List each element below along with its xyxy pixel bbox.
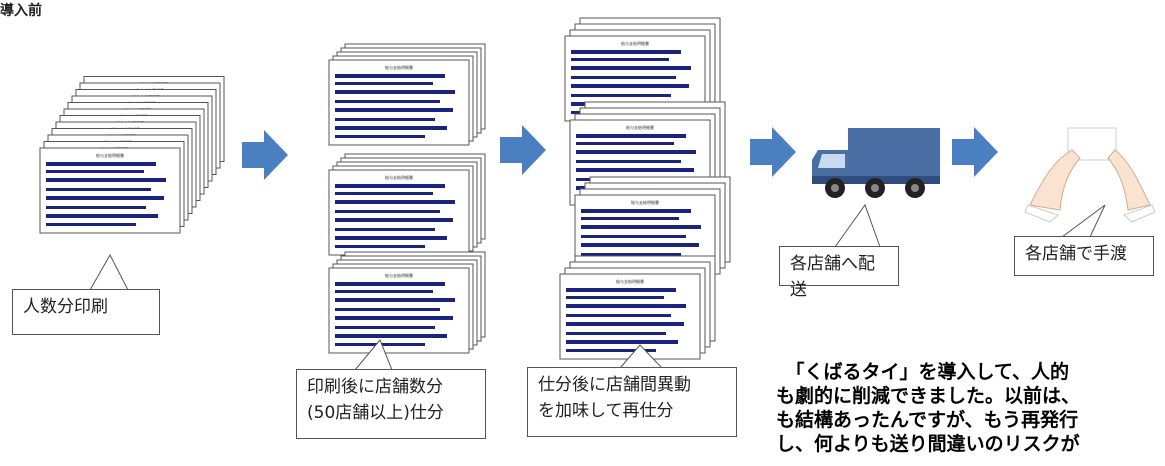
stack-printed-docs [39, 76, 225, 234]
hands-handover-icon [1024, 127, 1156, 223]
callout-handover: 各店舗で手渡 [1014, 236, 1154, 276]
callout-resort-label: 仕分後に店舗間異動 を加味して再仕分 [538, 375, 691, 421]
callout-sort-label: 印刷後に店舗数分 (50店舗以上)仕分 [307, 377, 444, 423]
page-title: 導入前 [0, 3, 42, 19]
callout-print: 人数分印刷 [12, 289, 160, 335]
flow-arrow-1 [242, 130, 288, 180]
flow-arrow-3 [750, 127, 796, 177]
document-sheet [39, 147, 181, 234]
callout-resort: 仕分後に店舗間異動 を加味して再仕分 [527, 367, 737, 437]
callout-deliver-label: 各店舗へ配送 [790, 254, 875, 300]
flow-arrow-4 [952, 127, 998, 177]
callout-handover-label: 各店舗で手渡 [1025, 244, 1127, 264]
truck-icon [812, 128, 940, 198]
document-sheet [328, 267, 470, 354]
document-sheet [559, 273, 701, 360]
description-text: 「くばるタイ」を導入して、人的 も劇的に削減できました。以前は、 も結構あったん… [776, 361, 1081, 455]
callout-deliver: 各店舗へ配送 [779, 246, 899, 300]
stack-sorted-by-store [328, 43, 486, 354]
callout-sort: 印刷後に店舗数分 (50店舗以上)仕分 [296, 369, 486, 439]
stack-resorted [559, 17, 731, 360]
callout-pointers [89, 203, 1106, 371]
document-sheet [328, 59, 470, 146]
callout-print-label: 人数分印刷 [23, 297, 108, 317]
flow-arrow-2 [500, 125, 546, 175]
document-sheet [328, 169, 470, 256]
